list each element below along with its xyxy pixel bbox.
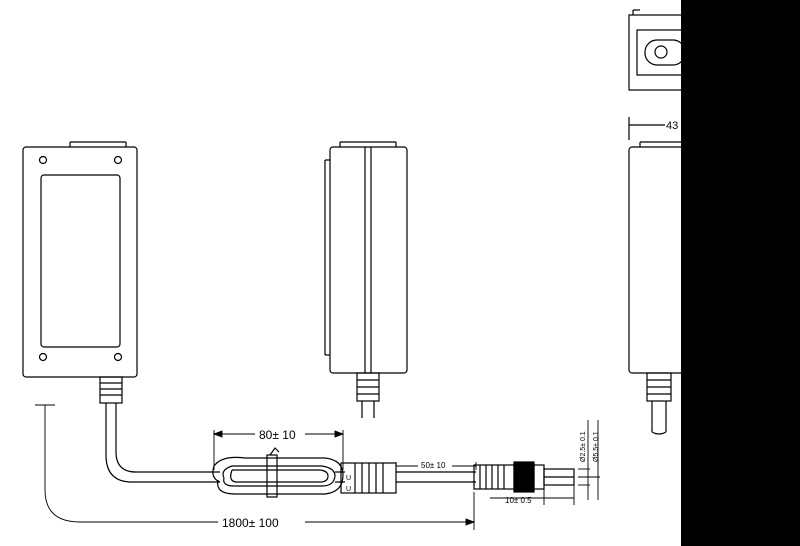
strain-relief-length-label: 50± 10 [421, 461, 446, 470]
ferrite-mark-bottom: U [346, 486, 351, 493]
adapter-front-view [22, 141, 138, 404]
side-width-label: 43 [666, 120, 678, 132]
adapter-technical-drawing: 80± 10 50± 10 1800± 100 10± 0.5 Ø2.5± 0.… [22, 9, 681, 530]
inlet-end-view [628, 9, 681, 91]
ferrite-mark-top: U [346, 475, 351, 482]
ferrite-core [340, 462, 476, 494]
plug-length-label: 10± 0.5 [505, 496, 532, 505]
outer-diameter-label: Ø5.5± 0.1 [593, 431, 600, 462]
inner-diameter-label: Ø2.5± 0.1 [580, 431, 587, 462]
adapter-end-view [628, 117, 681, 435]
cable-length-label: 1800± 100 [222, 516, 279, 530]
drawing-frame: 80± 10 50± 10 1800± 100 10± 0.5 Ø2.5± 0.… [0, 0, 681, 546]
adapter-side-view [324, 141, 408, 418]
dimension-lines [35, 404, 600, 530]
dc-plug [473, 461, 575, 493]
dc-cable [105, 403, 345, 498]
loop-length-label: 80± 10 [259, 428, 296, 442]
